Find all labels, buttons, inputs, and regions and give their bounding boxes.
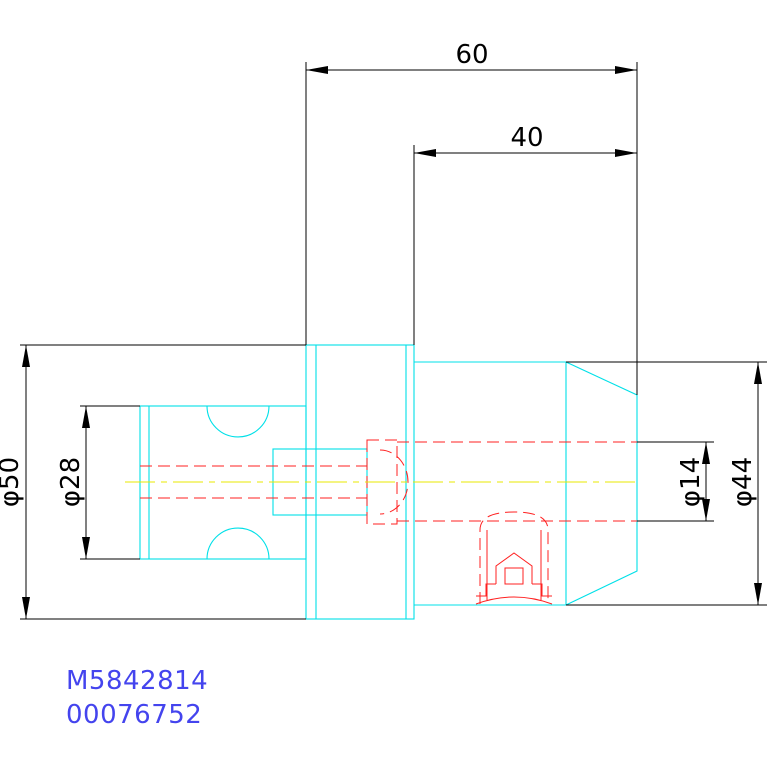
shank-tip [565,361,638,606]
dim-overall-length: 60 [305,40,638,395]
bottom-notch [206,527,270,560]
dim-phi50-label: φ50 [0,457,25,507]
dim-shank-diameter: φ44 [566,361,767,606]
dim-body-diameter: φ50 [0,344,306,620]
part-serial-code: 00076752 [66,700,203,730]
dim-phi44-label: φ44 [728,457,758,507]
dim-phi28-label: φ28 [56,457,86,507]
shank-body [414,361,567,606]
screw-head [495,552,533,584]
top-notch [206,405,270,438]
part-model-code: M5842814 [66,666,209,696]
dim-40-label: 40 [510,123,543,153]
dim-shank-length: 40 [413,123,637,345]
dim-phi14-label: φ14 [676,457,706,507]
cross-hole [479,511,549,604]
dim-60-label: 60 [455,40,488,70]
dim-bore-diameter: φ14 [637,441,714,522]
hidden-lines [140,439,637,605]
dim-nose-diameter: φ28 [56,405,140,560]
